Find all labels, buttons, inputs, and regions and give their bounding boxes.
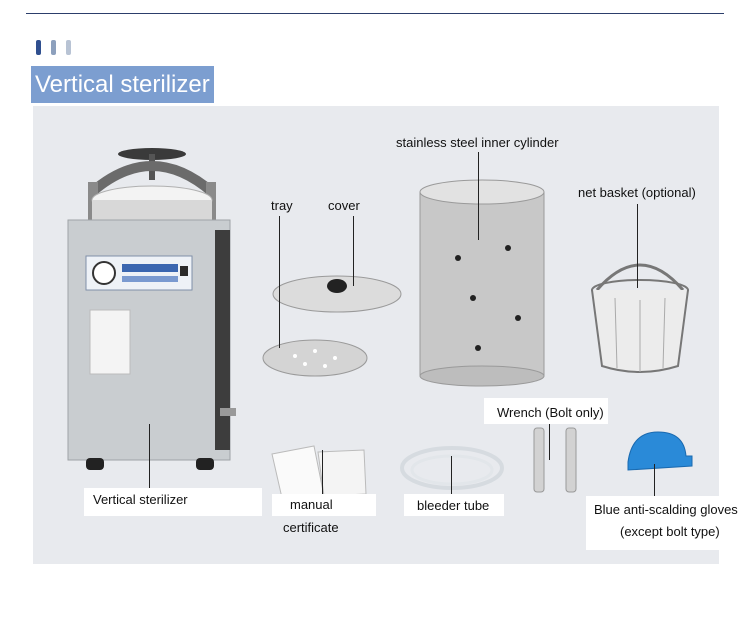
leader-wrench [549, 424, 550, 460]
label-wrench: Wrench (Bolt only) [497, 405, 604, 420]
label-gloves-line1: Blue anti-scalding gloves [594, 502, 738, 517]
label-cover: cover [328, 198, 360, 213]
bleeder-tube-illustration [400, 446, 504, 490]
label-sterilizer: Vertical sterilizer [93, 492, 188, 507]
leader-sterilizer [149, 424, 150, 492]
top-divider [26, 13, 724, 14]
label-bleeder-tube: bleeder tube [417, 498, 490, 513]
gloves-illustration [627, 431, 693, 471]
leader-gloves [654, 464, 655, 498]
leader-manual [322, 450, 323, 494]
label-manual: manual [290, 497, 333, 512]
inner-cylinder-illustration [419, 179, 545, 387]
label-box-sterilizer [84, 488, 262, 516]
label-certificate: certificate [283, 520, 339, 535]
label-tray: tray [271, 198, 293, 213]
page-title: Vertical sterilizer [31, 66, 214, 103]
manual-illustration [271, 445, 367, 499]
label-inner-cylinder: stainless steel inner cylinder [396, 135, 559, 150]
leader-inner-cylinder [478, 152, 479, 240]
label-box-gloves [586, 496, 750, 550]
label-gloves-line2: (except bolt type) [620, 524, 720, 539]
tray-illustration [262, 339, 368, 377]
leader-tray [279, 216, 280, 348]
wrench-illustration [533, 427, 577, 493]
bar-2 [51, 40, 56, 55]
sterilizer-illustration [67, 148, 236, 470]
label-net-basket: net basket (optional) [578, 185, 696, 200]
net-basket-illustration [591, 263, 689, 373]
leader-net-basket [637, 204, 638, 288]
label-box-manual [272, 494, 376, 516]
cover-illustration [272, 275, 402, 313]
label-box-wrench [484, 398, 608, 424]
leader-bleeder-tube [451, 456, 452, 494]
leader-cover [353, 216, 354, 286]
label-box-bleeder-tube [404, 494, 504, 516]
bar-3 [66, 40, 71, 55]
bar-1 [36, 40, 41, 55]
